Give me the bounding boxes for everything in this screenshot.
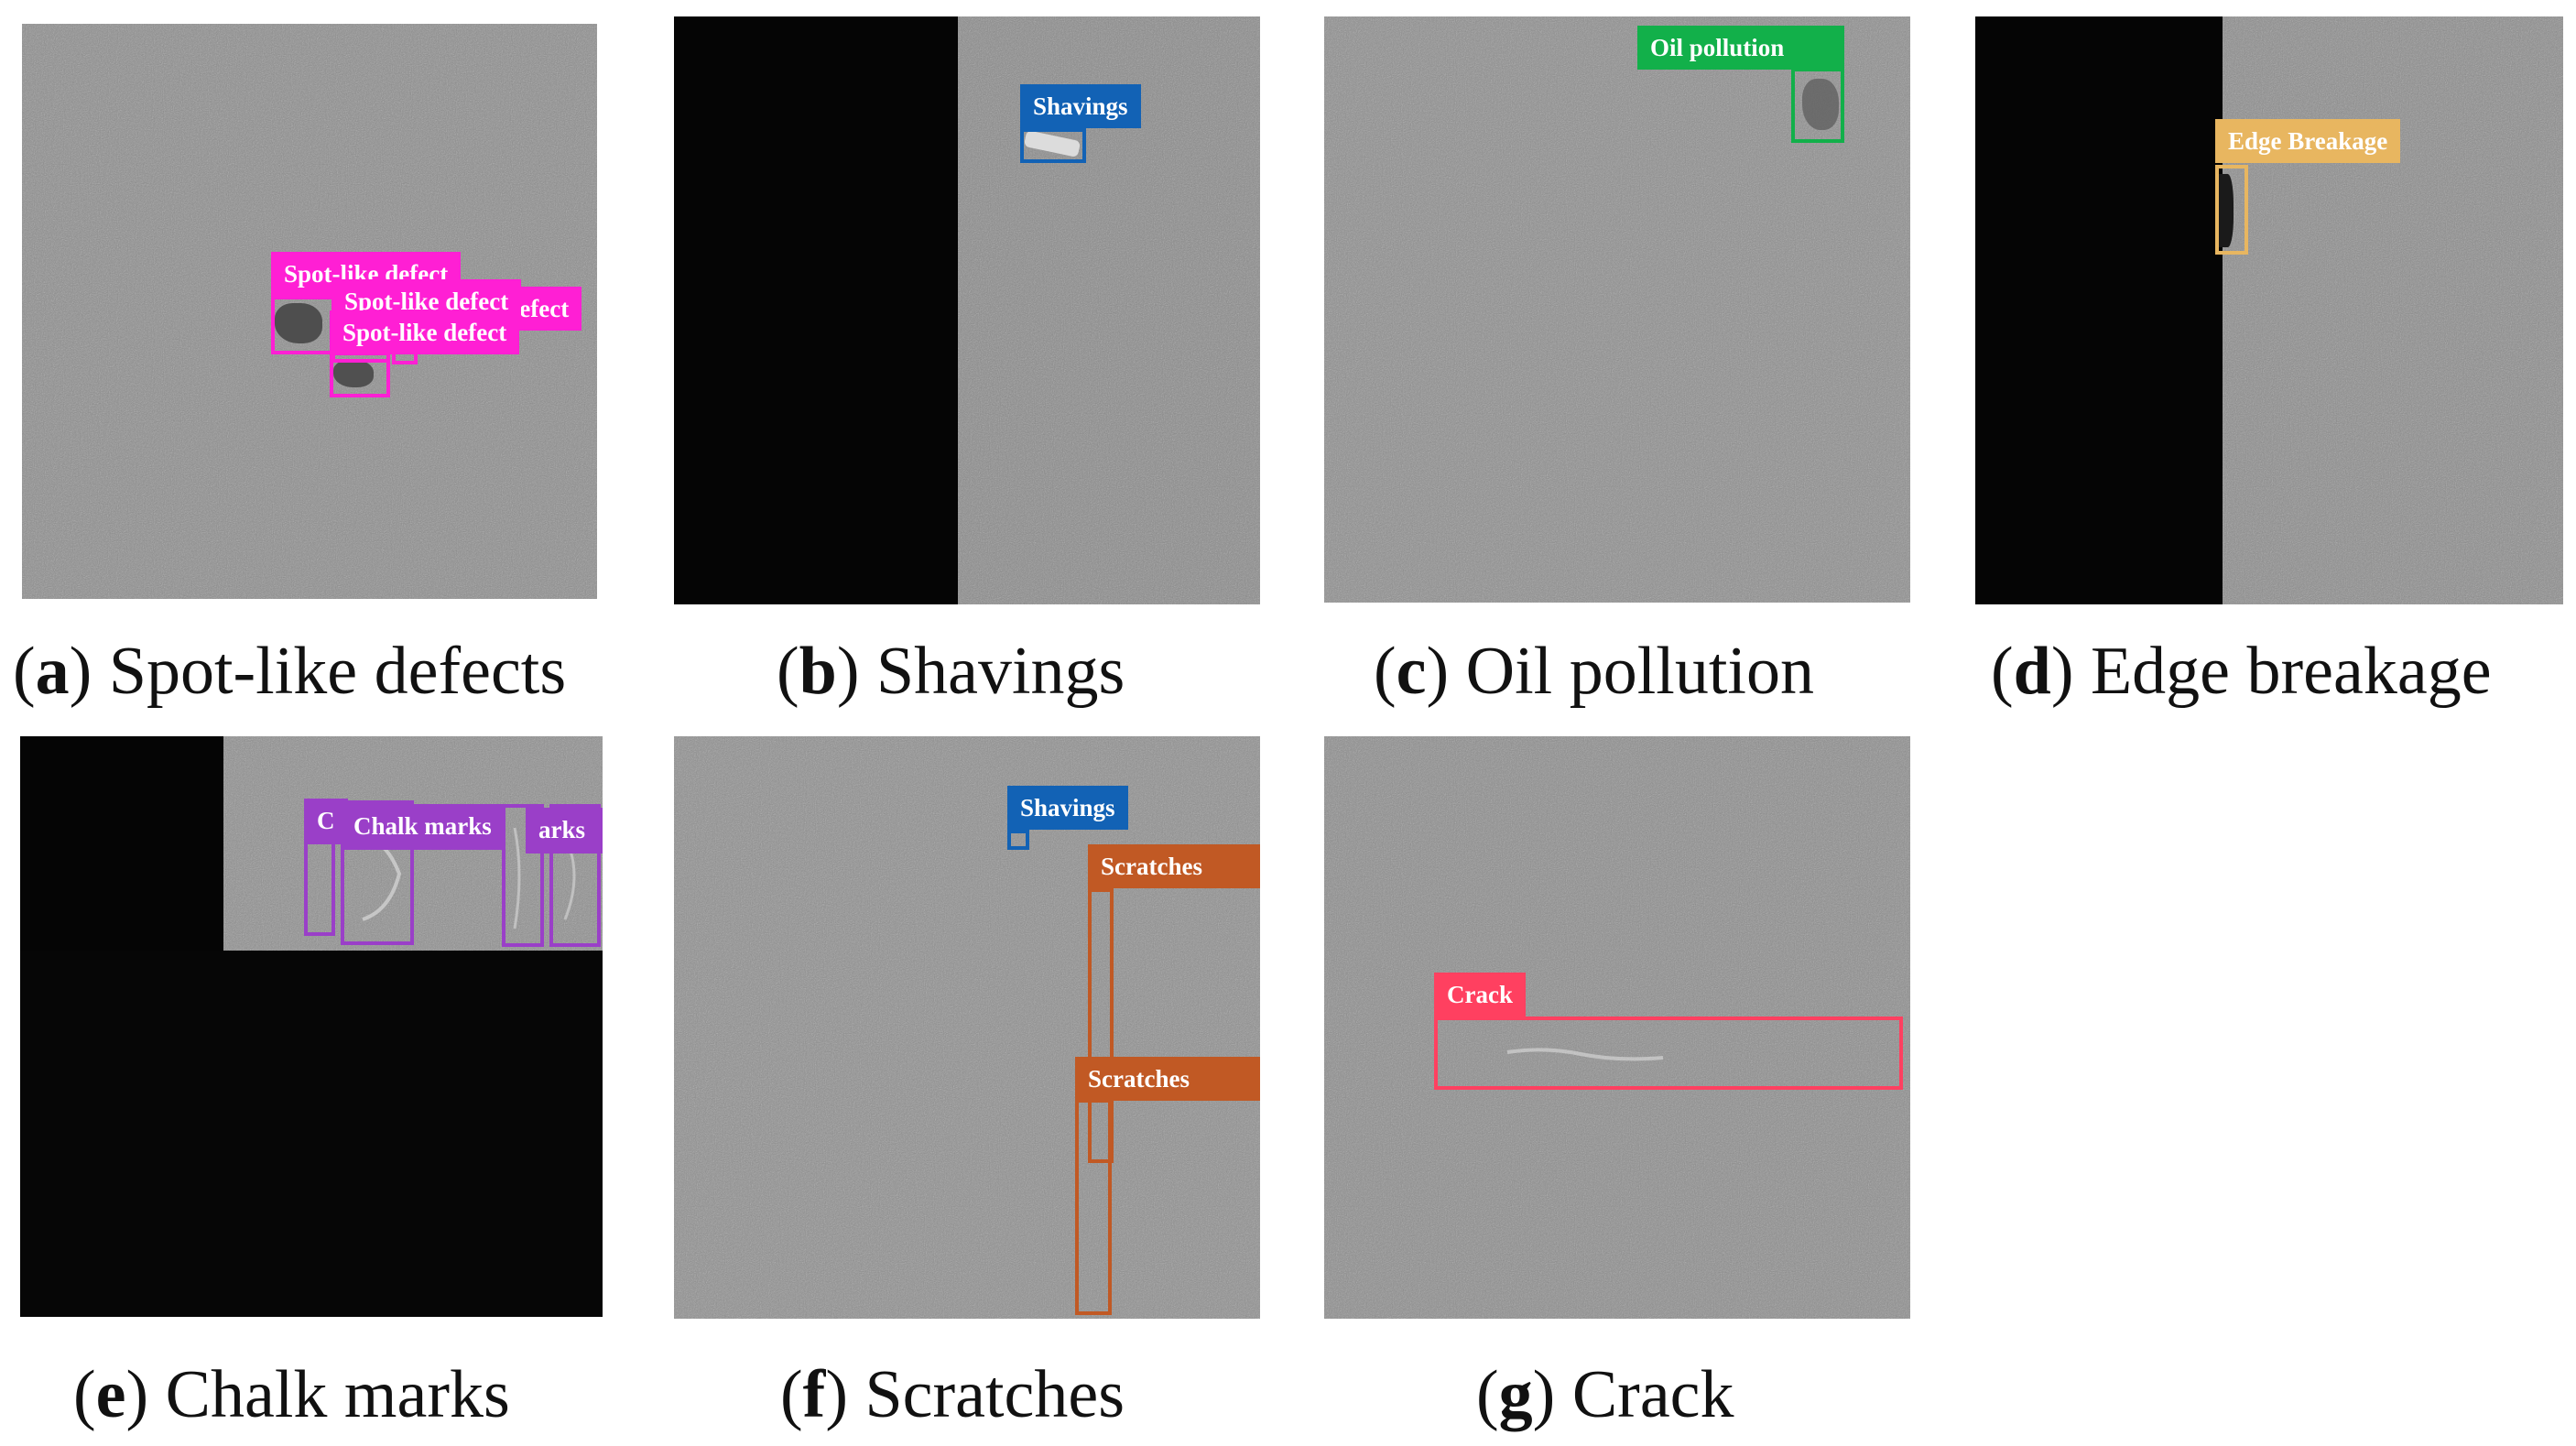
spot-defect-blob xyxy=(333,360,374,387)
detection-box-shavings xyxy=(1007,830,1029,850)
noise-texture xyxy=(1324,736,1910,1319)
panel-b-image: Shavings xyxy=(674,16,1260,604)
detection-box-scratches xyxy=(1075,1099,1112,1315)
detection-label-shavings: Shavings xyxy=(1020,84,1141,128)
dark-background-region xyxy=(1975,16,2223,604)
caption-f: (f) Scratches xyxy=(780,1357,1125,1432)
panel-f-image: Shavings Scratches Scratches xyxy=(674,736,1260,1319)
detection-label-chalk: Chalk marks xyxy=(341,804,505,850)
panel-g-image: Crack xyxy=(1324,736,1910,1319)
detection-label-edge: Edge Breakage xyxy=(2215,119,2401,163)
detection-label-scratches: Scratches xyxy=(1088,844,1260,888)
detection-label-scratches: Scratches xyxy=(1075,1057,1260,1101)
caption-b: (b) Shavings xyxy=(777,634,1125,709)
detection-label-crack: Crack xyxy=(1434,973,1526,1017)
detection-label-chalk: arks xyxy=(526,808,603,853)
detection-box-scratches xyxy=(1088,888,1114,1163)
dark-background-region xyxy=(674,16,958,604)
detection-box-edge xyxy=(2215,165,2248,255)
detection-box-shavings xyxy=(1020,128,1086,163)
detection-label-oil: Oil pollution xyxy=(1637,26,1844,70)
panel-e-image: C arks Chalk marks xyxy=(20,736,603,1317)
edge-chip xyxy=(2219,174,2234,247)
dark-background-region xyxy=(20,951,603,1317)
detection-label-shavings: Shavings xyxy=(1007,786,1128,830)
detection-box-oil xyxy=(1791,68,1844,143)
panel-c-image: Oil pollution xyxy=(1324,16,1910,603)
detection-label-spot: Spot-like defect xyxy=(330,310,520,354)
caption-c: (c) Oil pollution xyxy=(1374,634,1814,709)
caption-d: (d) Edge breakage xyxy=(1991,634,2492,709)
detection-box-chalk xyxy=(341,800,414,945)
panel-d-image: Edge Breakage xyxy=(1975,16,2563,604)
caption-g: (g) Crack xyxy=(1476,1357,1734,1432)
detection-box-crack xyxy=(1434,1017,1903,1090)
caption-e: (e) Chalk marks xyxy=(73,1357,510,1432)
caption-a: (a) Spot-like defects xyxy=(13,634,567,709)
detection-box-chalk xyxy=(549,804,601,947)
spot-defect-blob xyxy=(275,303,322,343)
oil-stain xyxy=(1802,79,1839,130)
detection-box-spot xyxy=(330,352,390,397)
detection-label-chalk: C xyxy=(304,799,348,844)
panel-a-image: Spot-like defect Spot-like defect Spot-l… xyxy=(22,24,597,599)
noise-texture xyxy=(674,736,1260,1319)
detection-box-chalk xyxy=(502,804,544,947)
